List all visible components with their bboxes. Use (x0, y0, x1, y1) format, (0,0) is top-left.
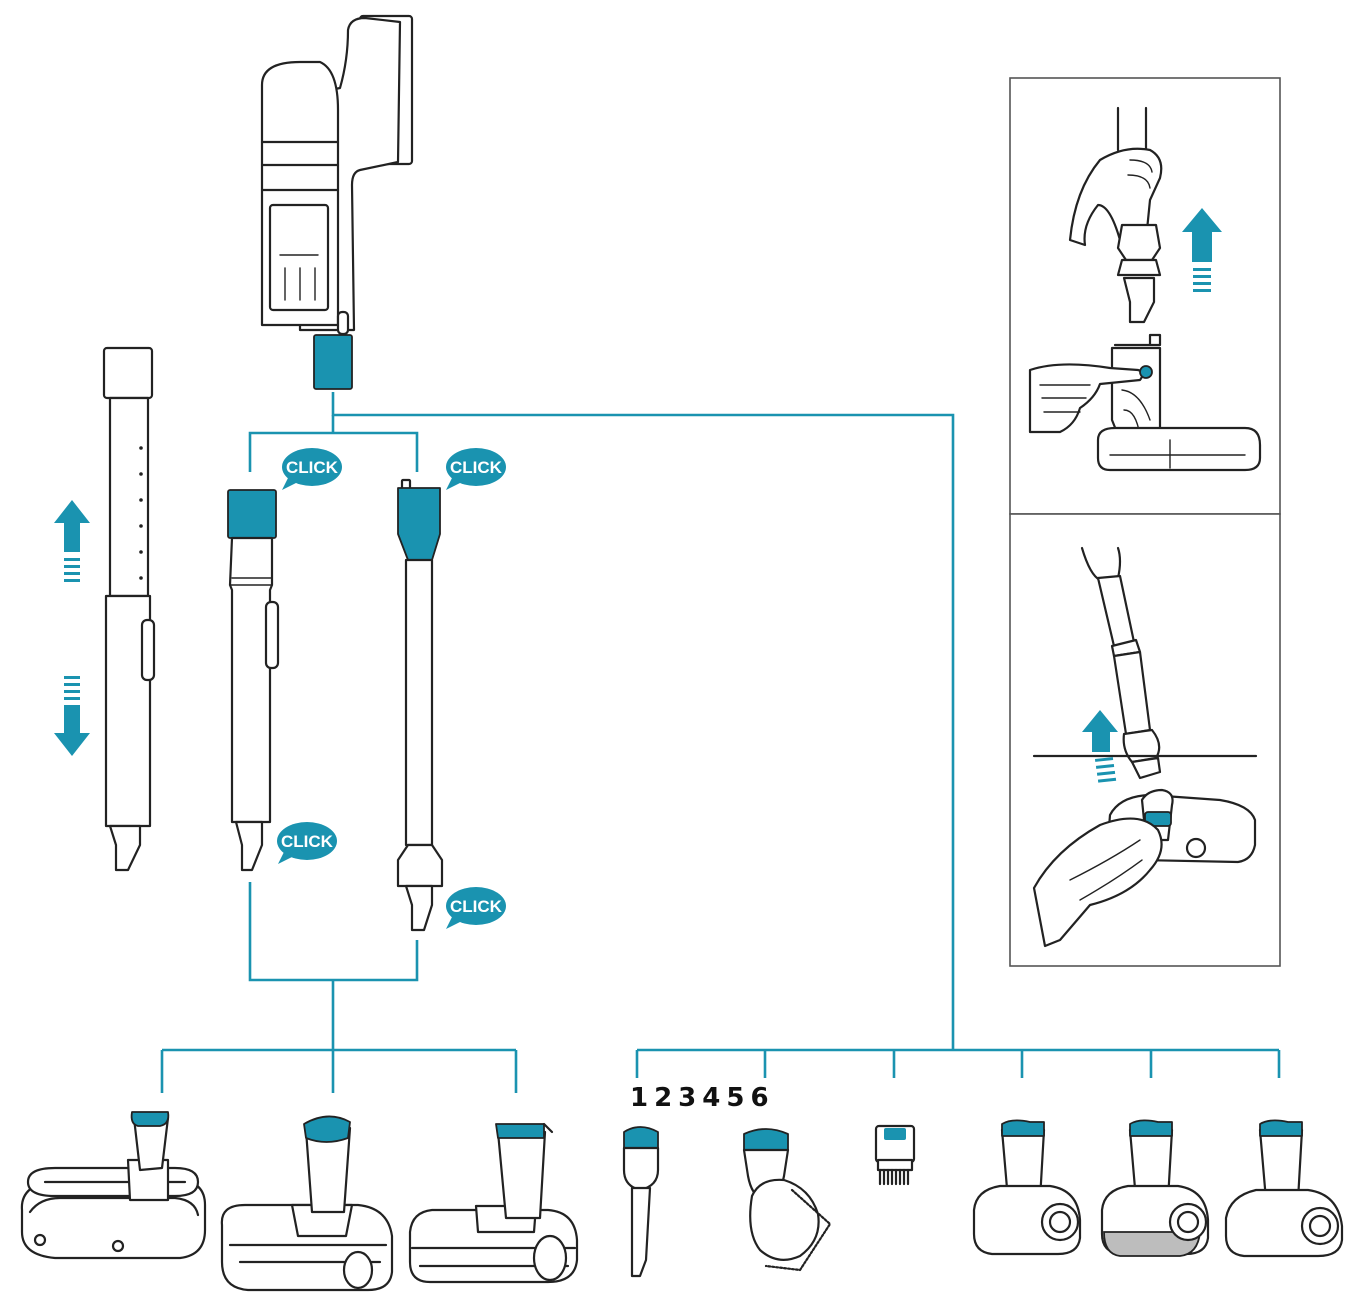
brush-tool (742, 1128, 832, 1272)
crevice-tool (622, 1126, 660, 1278)
click-callout: CLICK (446, 887, 506, 929)
arrow-up-icon (1082, 710, 1118, 783)
dusting-brush-tool (874, 1124, 916, 1186)
mop-nozzle (20, 1111, 207, 1260)
slim-floor-nozzle (408, 1122, 579, 1284)
accessory-numbers: 123456 (630, 1083, 775, 1113)
click-callout: CLICK (446, 448, 506, 490)
svg-text:CLICK: CLICK (286, 458, 339, 477)
mini-motor-brush-c (1224, 1119, 1344, 1258)
svg-text:CLICK: CLICK (281, 832, 334, 851)
instruction-panel-bottom (1009, 513, 1281, 967)
arrow-up-icon (1182, 208, 1222, 292)
mini-motor-brush-b (1100, 1119, 1210, 1257)
click-callout: CLICK (282, 448, 342, 490)
turbo-brush-nozzle (220, 1115, 394, 1292)
flexible-tube (396, 478, 444, 932)
arrow-up-icon (54, 500, 90, 582)
connector-lines (160, 392, 1281, 1093)
svg-text:CLICK: CLICK (450, 458, 503, 477)
mini-motor-brush-a (972, 1119, 1082, 1256)
handheld-unit (260, 14, 414, 390)
tube-holes (139, 446, 143, 580)
click-callout: CLICK (277, 822, 337, 864)
arrow-down-icon (54, 676, 90, 756)
instruction-panel-top (1009, 77, 1281, 515)
wide-tube (227, 489, 280, 872)
telescopic-tube (54, 346, 156, 872)
svg-text:CLICK: CLICK (450, 897, 503, 916)
